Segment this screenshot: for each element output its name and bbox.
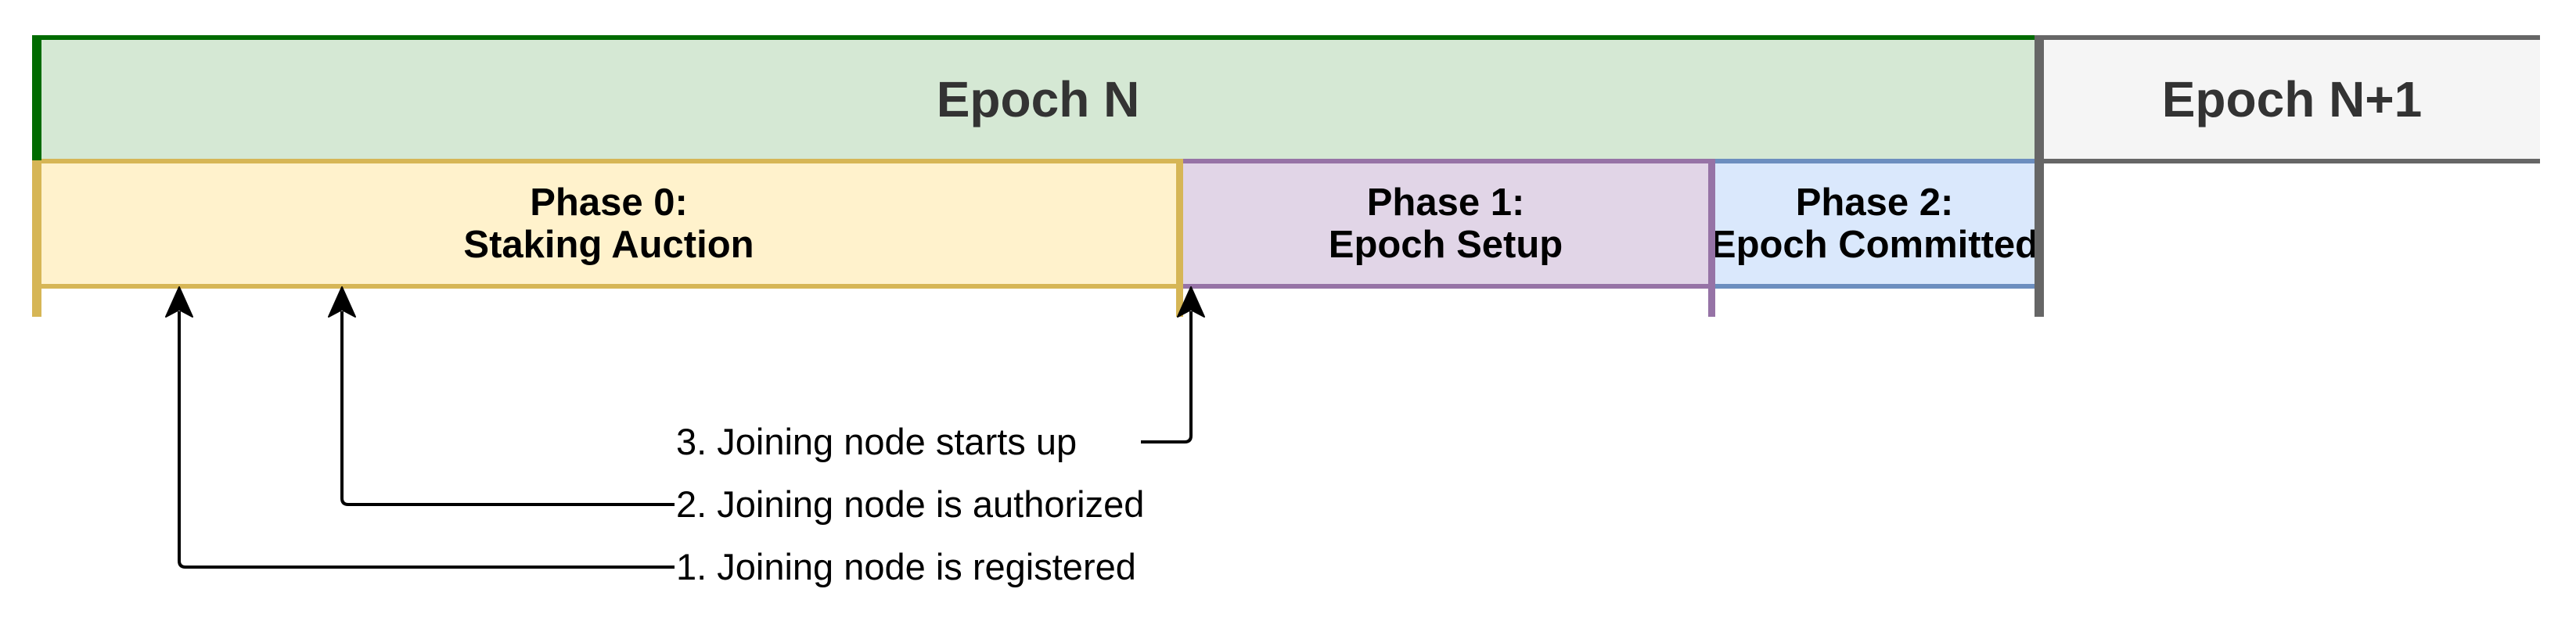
phase-1-epoch-setup-box: Phase 1: Epoch Setup [1183,159,1708,289]
epoch-boundary-divider [2035,35,2044,317]
epoch-start-marker [32,35,41,160]
arrow-node-authorized [328,286,675,506]
phase-2-epoch-committed-box: Phase 2: Epoch Committed [1710,159,2039,289]
epoch-n-box: Epoch N [41,35,2035,159]
phase-1-subtitle: Epoch Setup [1328,224,1563,266]
epoch-n-plus-1-label: Epoch N+1 [2161,71,2423,127]
phase-1-end-marker [1708,159,1715,317]
phase-0-title: Phase 0: [530,181,688,224]
annotation-node-authorized: 2. Joining node is authorized [676,483,1145,525]
annotation-node-starts-up: 3. Joining node starts up [676,421,1078,462]
phase-0-start-marker [32,160,41,317]
phase-0-subtitle: Staking Auction [463,224,754,266]
phase-1-title: Phase 1: [1366,181,1525,224]
phase-0-staking-auction-box: Phase 0: Staking Auction [41,159,1176,289]
arrow-node-registered [165,286,675,569]
annotation-node-registered: 1. Joining node is registered [676,546,1136,587]
epoch-n-plus-1-box: Epoch N+1 [2044,35,2540,163]
epoch-n-label: Epoch N [936,71,1140,127]
phase-2-title: Phase 2: [1795,181,1954,224]
phase-2-subtitle: Epoch Committed [1710,224,2039,266]
phase-0-end-marker [1176,159,1183,317]
arrow-node-starts-up [1141,286,1205,443]
